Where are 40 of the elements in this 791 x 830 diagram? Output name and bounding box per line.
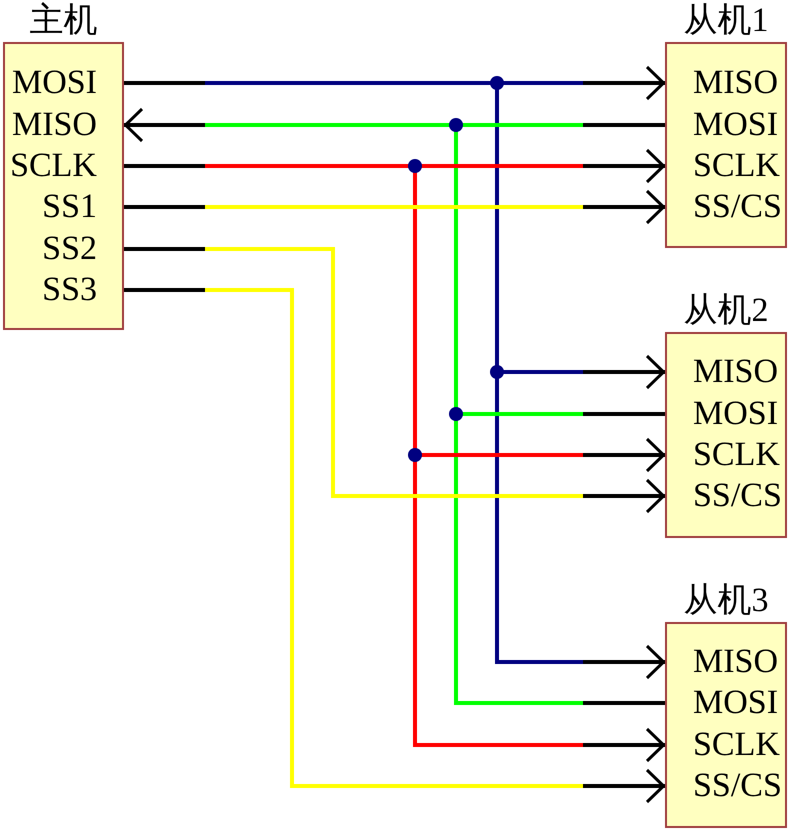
pin-label: SCLK: [665, 146, 787, 186]
pin-label: MISO: [8, 105, 124, 145]
device-title: 从机3: [684, 584, 768, 618]
signal-wire: [124, 190, 665, 224]
pin-label: MOSI: [8, 63, 124, 103]
signal-wire: [504, 354, 665, 390]
signal-wire: [124, 247, 665, 514]
pin-label: MOSI: [665, 683, 787, 723]
signal-wire: [504, 66, 665, 100]
signal-wire: [454, 421, 665, 705]
signal-wire: [124, 108, 463, 142]
pin-label: SS2: [8, 229, 124, 269]
signal-wire: [124, 76, 504, 90]
pin-label: MISO: [665, 642, 787, 682]
pin-label: SS3: [8, 270, 124, 310]
device-title: 从机1: [684, 4, 768, 38]
signal-wire: [124, 159, 422, 173]
pin-label: MOSI: [665, 105, 787, 145]
signal-wire: [463, 123, 665, 127]
signal-wire: [408, 173, 422, 462]
signal-wire: [490, 90, 504, 379]
device-title: 从机2: [684, 294, 768, 328]
pin-label: SCLK: [665, 435, 787, 475]
signal-wire: [463, 412, 665, 416]
signal-wire: [124, 288, 665, 804]
pin-label: MISO: [665, 63, 787, 103]
signal-wire: [495, 379, 665, 680]
pin-label: SS1: [8, 187, 124, 227]
pin-label: SCLK: [8, 146, 124, 186]
pin-label: SS/CS: [665, 187, 787, 227]
signal-wire: [422, 148, 665, 184]
signal-wire: [449, 132, 463, 421]
device-title: 主机: [30, 4, 98, 38]
signal-wire: [413, 462, 665, 762]
pin-label: SCLK: [665, 725, 787, 765]
signal-wire: [422, 438, 665, 472]
pin-label: MISO: [665, 352, 787, 392]
pin-label: MOSI: [665, 394, 787, 434]
pin-label: SS/CS: [665, 766, 787, 806]
pin-label: SS/CS: [665, 476, 787, 516]
